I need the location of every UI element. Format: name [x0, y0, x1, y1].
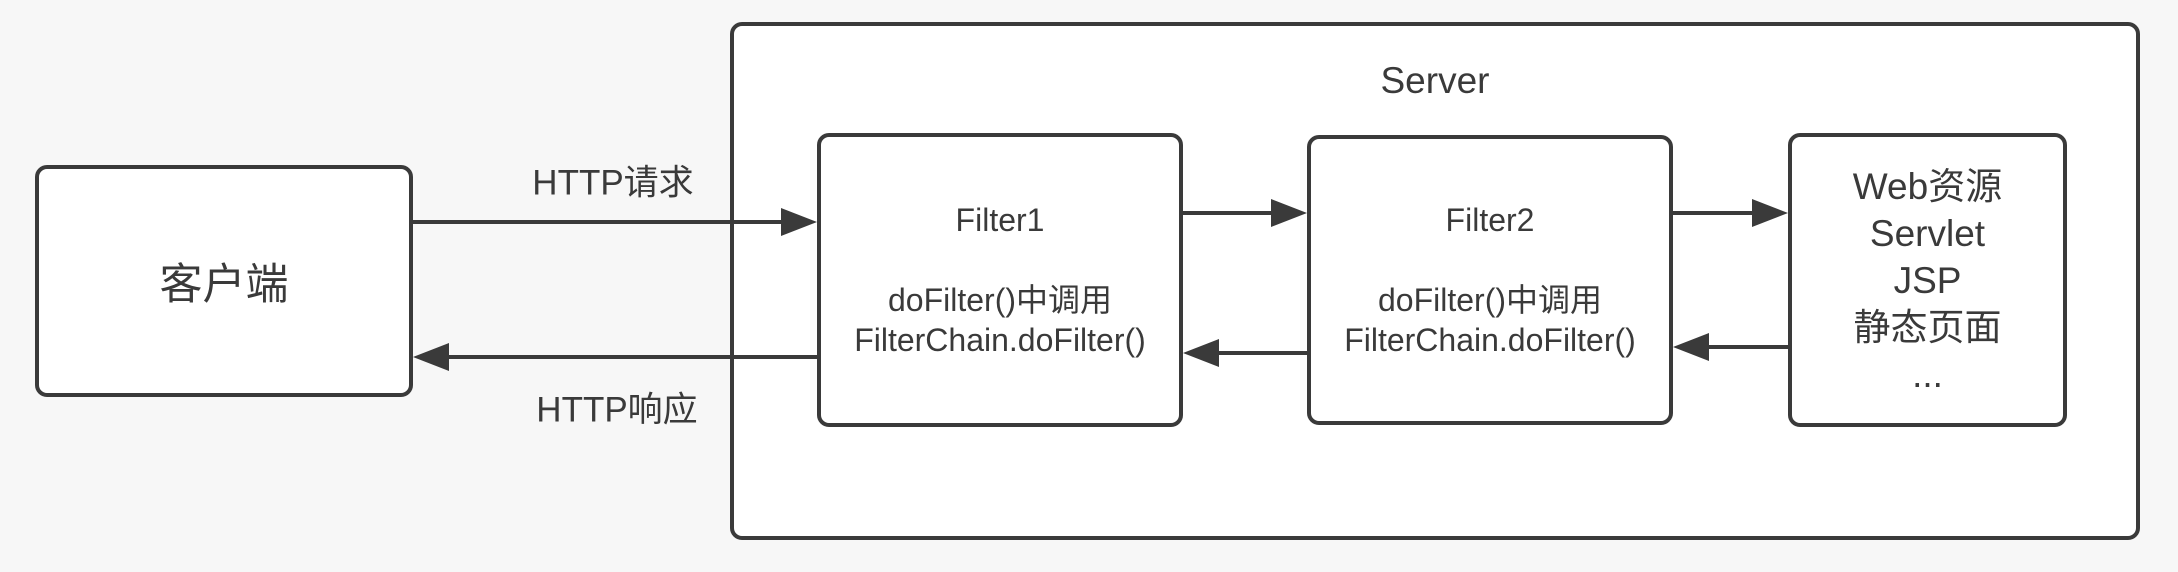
web-resources-line: 静态页面	[1853, 306, 2002, 348]
client-box: 客户端	[35, 165, 413, 397]
web-resources-line: Web资源	[1852, 165, 2003, 207]
web-resources-line: JSP	[1893, 259, 1962, 301]
filter1-body-line1: doFilter()中调用	[887, 282, 1113, 318]
http-request-label: HTTP请求	[532, 163, 694, 203]
filter1-box: Filter1 doFilter()中调用 FilterChain.doFilt…	[817, 133, 1183, 427]
filter1-body-line2: FilterChain.doFilter()	[854, 322, 1146, 358]
http-response-label: HTTP响应	[536, 390, 698, 430]
web-resources-line: Servlet	[1869, 212, 1986, 254]
filter2-body-line1: doFilter()中调用	[1377, 282, 1603, 318]
filter2-title: Filter2	[1445, 202, 1535, 238]
server-title: Server	[1380, 60, 1490, 101]
filter2-body-line2: FilterChain.doFilter()	[1344, 322, 1636, 358]
filter2-box: Filter2 doFilter()中调用 FilterChain.doFilt…	[1307, 135, 1673, 425]
client-label: 客户端	[159, 261, 289, 309]
filter1-title: Filter1	[955, 202, 1045, 238]
web-resources-line: ...	[1912, 353, 1943, 395]
web-resources-box: Web资源 Servlet JSP 静态页面 ...	[1788, 133, 2067, 427]
